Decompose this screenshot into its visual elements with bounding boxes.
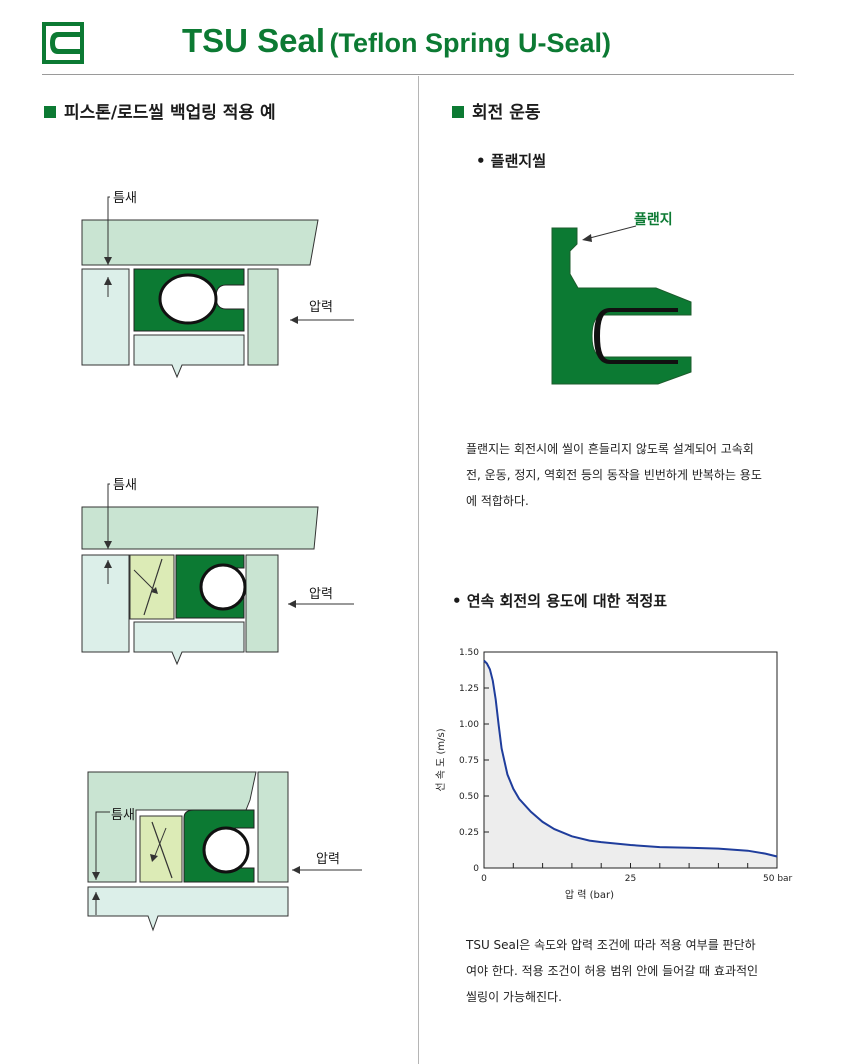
seal-diagram-1	[78, 185, 368, 380]
flange-desc-line-3: 에 적합하다.	[466, 494, 529, 508]
flange-desc-line-1: 플랜지는 회전시에 씰이 흔들리지 않도록 설계되어 고속회	[466, 442, 754, 456]
company-logo-icon	[42, 22, 84, 64]
flange-callout-label: 플랜지	[634, 212, 673, 228]
right-section-heading: 회전 운동	[452, 98, 540, 123]
x-tick-label: 50 bar	[763, 874, 793, 884]
y-tick-label: 0	[473, 864, 479, 874]
y-tick-label: 0.75	[459, 756, 479, 766]
x-tick-label: 0	[481, 874, 487, 884]
header-divider	[42, 74, 794, 75]
y-tick-label: 1.00	[459, 720, 479, 730]
y-tick-label: 1.25	[459, 684, 479, 694]
x-tick-label: 25	[625, 874, 636, 884]
flange-seal-diagram	[548, 222, 708, 397]
flange-desc-line-2: 전, 운동, 정지, 역회전 등의 동작을 빈번하게 반복하는 용도	[466, 468, 762, 482]
pressure-label-1: 압력	[309, 300, 333, 315]
right-heading-text: 회전 운동	[472, 103, 541, 123]
left-section-heading: 피스톤/로드씰 백업링 적용 예	[44, 98, 276, 123]
gap-label-2: 틈새	[113, 478, 137, 493]
chart-subheading: • 연속 회전의 용도에 대한 적정표	[452, 592, 668, 610]
gap-label-1: 틈새	[113, 191, 137, 206]
green-square-icon	[452, 106, 464, 118]
chart-area-fill	[484, 660, 777, 868]
y-axis-label: 선 속 도 (m/s)	[435, 728, 447, 791]
title-sub: (Teflon Spring U-Seal)	[329, 28, 612, 58]
title-main: TSU Seal	[182, 22, 326, 59]
x-axis-label: 압 력 (bar)	[565, 888, 614, 901]
y-tick-label: 0.25	[459, 828, 479, 838]
left-heading-text: 피스톤/로드씰 백업링 적용 예	[64, 103, 276, 123]
gap-label-3: 틈새	[111, 808, 135, 823]
chart-note-line-2: 여야 한다. 적용 조건이 허용 범위 안에 들어갈 때 효과적인	[466, 964, 759, 978]
chart-note-line-3: 씰링이 가능해진다.	[466, 990, 562, 1004]
seal-diagram-3	[86, 770, 376, 940]
seal-diagram-2	[78, 472, 368, 672]
y-tick-label: 1.50	[459, 648, 479, 658]
pressure-label-2: 압력	[309, 587, 333, 602]
flange-callout-arrow	[576, 212, 640, 244]
chart-note-line-1: TSU Seal은 속도와 압력 조건에 따라 적용 여부를 판단하	[466, 938, 756, 952]
chart-series-line	[483, 659, 778, 858]
pressure-label-3: 압력	[316, 852, 340, 867]
speed-pressure-chart: 1.50 1.25 1.00 0.75 0.50 0.25 00 25 50 bar 압 력 (b…	[435, 648, 793, 901]
chart-note: TSU Seal은 속도와 압력 조건에 따라 적용 여부를 판단하 여야 한다…	[466, 932, 758, 1010]
green-square-icon	[44, 106, 56, 118]
flange-description: 플랜지는 회전시에 씰이 흔들리지 않도록 설계되어 고속회 전, 운동, 정지…	[466, 436, 762, 514]
y-tick-label: 0.50	[459, 792, 479, 802]
column-divider	[418, 76, 419, 1064]
flange-subheading: • 플랜지씰	[476, 152, 547, 170]
page-title: TSU Seal (Teflon Spring U-Seal)	[182, 22, 611, 60]
